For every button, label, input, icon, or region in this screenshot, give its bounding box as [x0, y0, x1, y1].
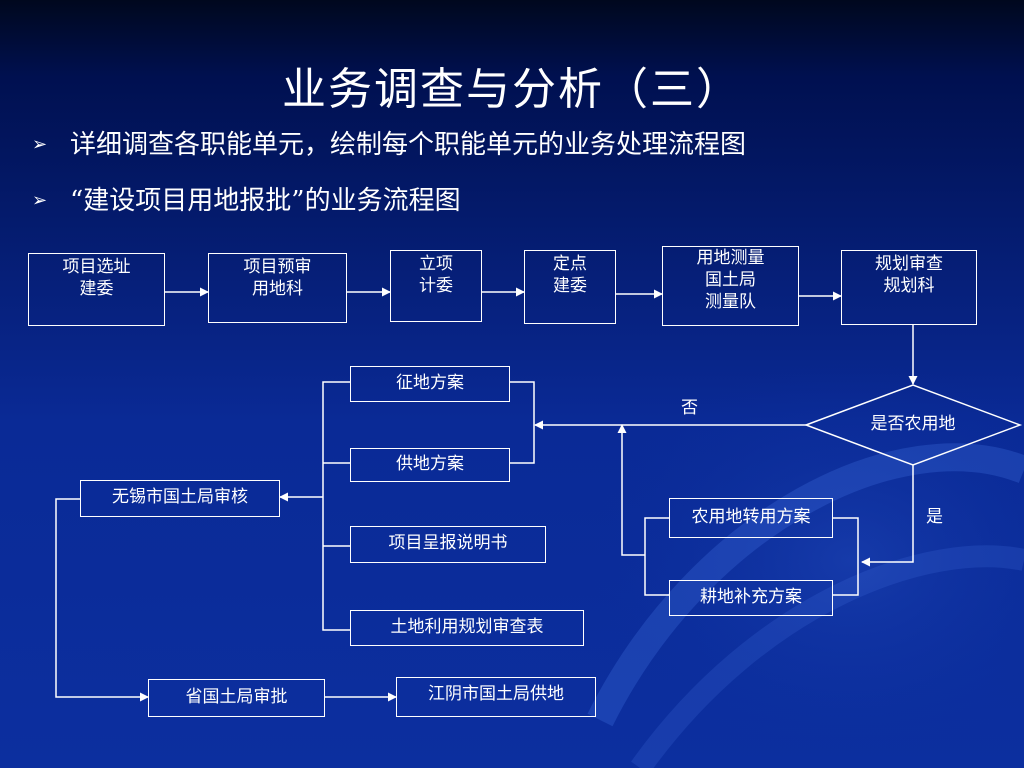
arrow-to-province — [55, 498, 149, 702]
box-supply-plan: 供地方案 — [350, 448, 510, 482]
materials-bracket-left — [322, 381, 350, 631]
box-farmland-supplement: 耕地补充方案 — [669, 580, 833, 616]
yes-label: 是 — [926, 507, 943, 527]
box-farmland-conversion: 农用地转用方案 — [669, 498, 833, 538]
arrow-farmland-up — [617, 424, 645, 556]
box-planning-review: 规划审查规划科 — [841, 250, 977, 325]
no-label: 否 — [681, 398, 698, 418]
bullet-2: ➢ “建设项目用地报批”的业务流程图 — [32, 184, 461, 218]
box-site-selection: 项目选址建委 — [28, 253, 165, 326]
materials-bracket-right — [510, 381, 535, 464]
slide-title: 业务调查与分析（三） — [282, 64, 742, 115]
bullet-1: ➢ 详细调查各职能单元，绘制每个职能单元的业务处理流程图 — [32, 128, 746, 162]
farmland-bracket-left — [644, 517, 669, 596]
box-site-fixing: 定点建委 — [524, 250, 616, 324]
box-province-approval: 省国土局审批 — [148, 679, 325, 717]
box-project-report: 项目呈报说明书 — [350, 526, 546, 563]
arrow-bullet-icon: ➢ — [32, 190, 48, 211]
box-project-approval: 立项计委 — [390, 250, 482, 322]
bullet-2-text: “建设项目用地报批”的业务流程图 — [70, 186, 461, 216]
box-expropriation-plan: 征地方案 — [350, 366, 510, 402]
farmland-bracket-right — [832, 517, 859, 596]
box-land-survey: 用地测量国土局测量队 — [662, 246, 799, 326]
box-pre-review: 项目预审用地科 — [208, 253, 347, 323]
box-jiangyin-supply: 江阴市国土局供地 — [396, 677, 596, 717]
arrow-bullet-icon: ➢ — [32, 134, 48, 155]
bullet-1-text: 详细调查各职能单元，绘制每个职能单元的业务处理流程图 — [70, 130, 747, 160]
decision-diamond — [803, 384, 1023, 466]
box-wuxi-review: 无锡市国土局审核 — [80, 480, 280, 517]
decision-label: 是否农用地 — [870, 414, 956, 434]
arrow-yes — [861, 465, 914, 567]
box-land-use-review: 土地利用规划审查表 — [350, 610, 584, 646]
